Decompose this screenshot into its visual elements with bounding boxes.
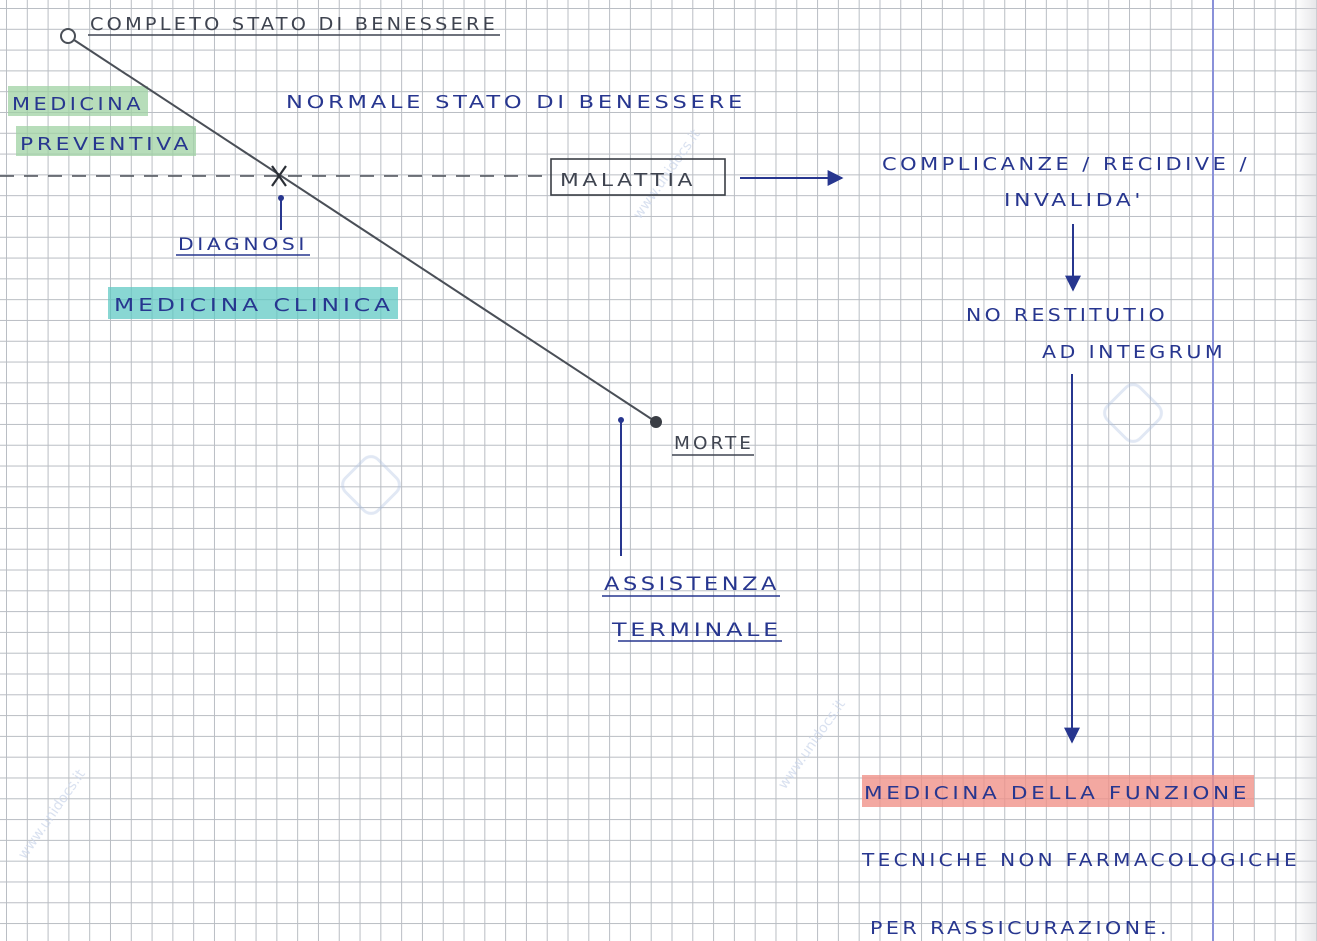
label-reassurance: PER RASSICURAZIONE. xyxy=(870,918,1170,939)
label-techniques: TECNICHE NON FARMACOLOGICHE xyxy=(861,850,1300,871)
label-no-restitutio-2: AD INTEGRUM xyxy=(1042,342,1226,363)
diagnosis-cross-mark xyxy=(271,165,287,187)
page-edge-shadow xyxy=(1295,0,1317,941)
health-trajectory-line xyxy=(67,35,657,423)
death-point-marker xyxy=(650,416,662,428)
highlight-preventive-medicine-line2 xyxy=(16,126,196,156)
notebook-margin-line xyxy=(1212,0,1214,941)
label-complications-2: INVALIDA' xyxy=(1004,190,1144,211)
disease-box xyxy=(550,158,726,196)
label-death: MORTE xyxy=(674,433,754,454)
label-disease: MALATTIA xyxy=(560,170,696,191)
highlight-preventive-medicine-line1 xyxy=(8,86,148,116)
label-function-medicine: MEDICINA DELLA FUNZIONE xyxy=(864,783,1250,804)
start-point-marker xyxy=(60,28,76,44)
label-terminal-care-2: TERMINALE xyxy=(611,619,782,641)
highlight-function-medicine xyxy=(862,775,1254,807)
label-normal-wellbeing: NORMALE STATO DI BENESSERE xyxy=(286,92,746,113)
label-clinical-medicine: MEDICINA CLINICA xyxy=(114,295,394,316)
label-terminal-care-1: ASSISTENZA xyxy=(604,573,780,595)
label-no-restitutio-1: NO RESTITUTIO xyxy=(966,305,1168,326)
diagnosis-pointer-dot xyxy=(278,195,284,201)
highlight-clinical-medicine xyxy=(108,287,398,319)
watermark-logo-icon xyxy=(341,383,1163,515)
label-complications-1: COMPLICANZE / RECIDIVE / xyxy=(882,154,1250,175)
watermark-text: www.unidocs.it xyxy=(15,766,89,862)
label-complete-wellbeing: COMPLETO STATO DI BENESSERE xyxy=(90,14,498,35)
label-preventive-medicine-1: MEDICINA xyxy=(12,94,144,115)
terminal-care-pointer-dot xyxy=(618,417,624,423)
label-preventive-medicine-2: PREVENTIVA xyxy=(20,134,192,155)
label-diagnosis: DIAGNOSI xyxy=(178,235,308,255)
watermark-text: www.unidocs.it xyxy=(775,696,849,792)
